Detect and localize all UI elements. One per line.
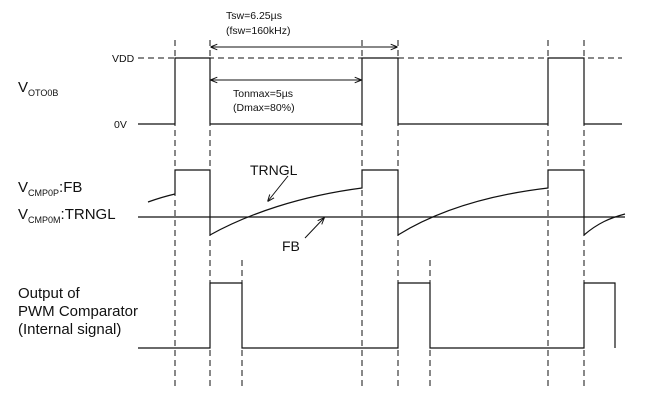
fb-label: FB [282, 238, 300, 254]
fsw-label: (fsw=160kHz) [226, 25, 290, 37]
tonmax-label: Tonmax=5µs [233, 88, 293, 100]
tsw-label: Tsw=6.25µs [226, 10, 282, 22]
fb-pointer [304, 218, 324, 239]
votoob-signal-label: VOTO0B [18, 79, 58, 98]
vdd-label: VDD [112, 53, 135, 65]
pwm-output-label-line2: PWM Comparator [18, 303, 138, 320]
votoob-waveform [138, 57, 622, 125]
trngl-pointer [268, 175, 289, 201]
vcmp0m-signal-label: VCMP0M:TRNGL [18, 206, 116, 225]
trngl-waveform [147, 169, 626, 237]
dmax-label: (Dmax=80%) [233, 102, 295, 114]
zero-volt-label: 0V [114, 119, 127, 131]
pwm-output-label-line1: Output of [18, 285, 81, 302]
vcmp0p-signal-label: VCMP0P:FB [18, 179, 82, 198]
pwm-output-waveform [138, 282, 616, 349]
trngl-label: TRNGL [250, 162, 298, 178]
pwm-output-label-line3: (Internal signal) [18, 321, 121, 338]
